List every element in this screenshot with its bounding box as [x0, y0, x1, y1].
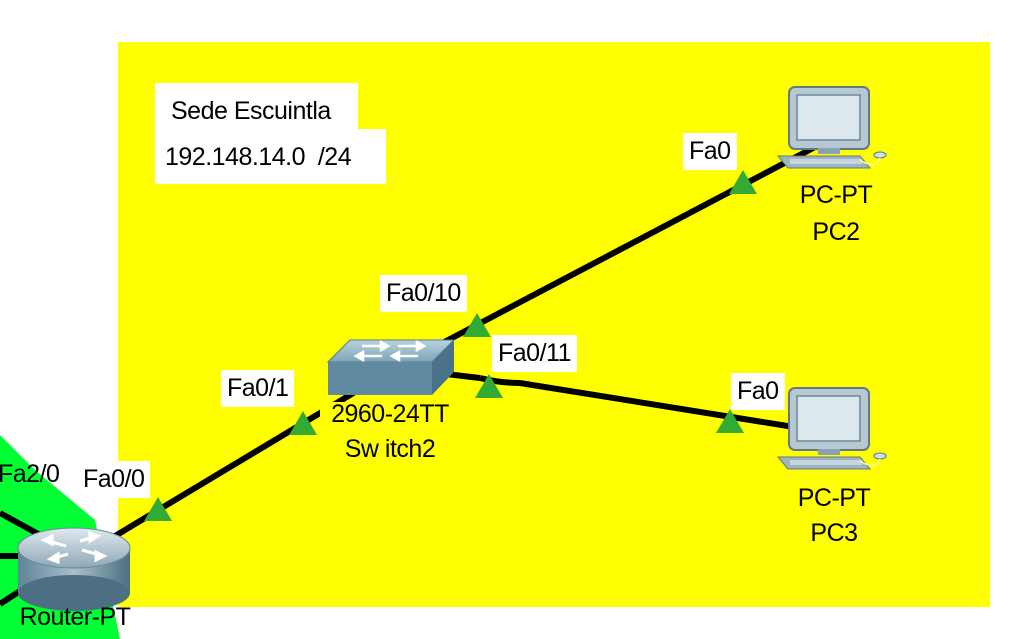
- pc3-icon[interactable]: [776, 387, 887, 470]
- port-label-switch-fa0-11: Fa0/11: [492, 335, 577, 372]
- pc3-name-label: PC3: [810, 519, 858, 547]
- pc2-name-label: PC2: [812, 218, 860, 246]
- pc3-model-label: PC-PT: [797, 484, 871, 512]
- port-label-router-fa0-0: Fa0/0: [77, 461, 151, 498]
- port-label-switch-fa0-1: Fa0/1: [221, 370, 295, 407]
- port-label-router-fa2-0: Fa2/0: [0, 460, 60, 488]
- link-switch-pc3-b[interactable]: [479, 375, 801, 431]
- link-light-switch-fa0-10: [463, 313, 491, 337]
- pc2-icon[interactable]: [776, 86, 887, 169]
- link-light-switch-fa0-11: [475, 374, 503, 398]
- router-model-label: Router-PT: [19, 603, 131, 631]
- port-label-pc2-fa0: Fa0: [683, 133, 737, 170]
- area-network-note[interactable]: 192.148.14.0 /24: [155, 129, 386, 184]
- link-light-pc2-fa0: [729, 170, 757, 194]
- port-label-switch-fa0-10: Fa0/10: [380, 275, 467, 312]
- link-light-router-fa0-0: [144, 497, 172, 521]
- area-title-note[interactable]: Sede Escuintla: [155, 83, 358, 129]
- switch-icon[interactable]: [326, 339, 456, 395]
- port-label-pc3-fa0: Fa0: [731, 373, 785, 410]
- link-light-switch-fa0-1: [289, 411, 317, 435]
- pc2-model-label: PC-PT: [799, 181, 873, 209]
- switch-model-label: 2960-24TT: [320, 402, 460, 427]
- switch-name-label: Sw itch2: [344, 435, 436, 463]
- link-router-switch[interactable]: [73, 365, 397, 563]
- router-icon[interactable]: [17, 527, 131, 611]
- link-light-pc3-fa0: [716, 409, 744, 433]
- link-router-left-1[interactable]: [0, 510, 42, 538]
